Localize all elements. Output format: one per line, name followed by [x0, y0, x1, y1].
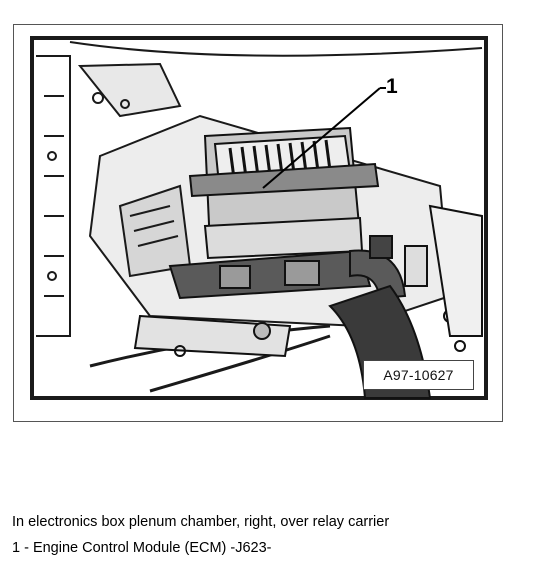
caption-item-1: 1 - Engine Control Module (ECM) -J623- [12, 540, 272, 556]
engine-control-module [188, 126, 380, 260]
engine-bay-illustration [30, 36, 488, 400]
callout-leader-line [262, 87, 381, 189]
relay-carrier [369, 204, 483, 352]
callout-number: 1 [386, 75, 398, 98]
hood-edge [69, 41, 483, 57]
body-panel-left [36, 55, 71, 337]
figure-reference-code: A97-10627 [363, 360, 474, 390]
caption-location: In electronics box plenum chamber, right… [12, 514, 390, 530]
lower-bracket [133, 314, 292, 358]
